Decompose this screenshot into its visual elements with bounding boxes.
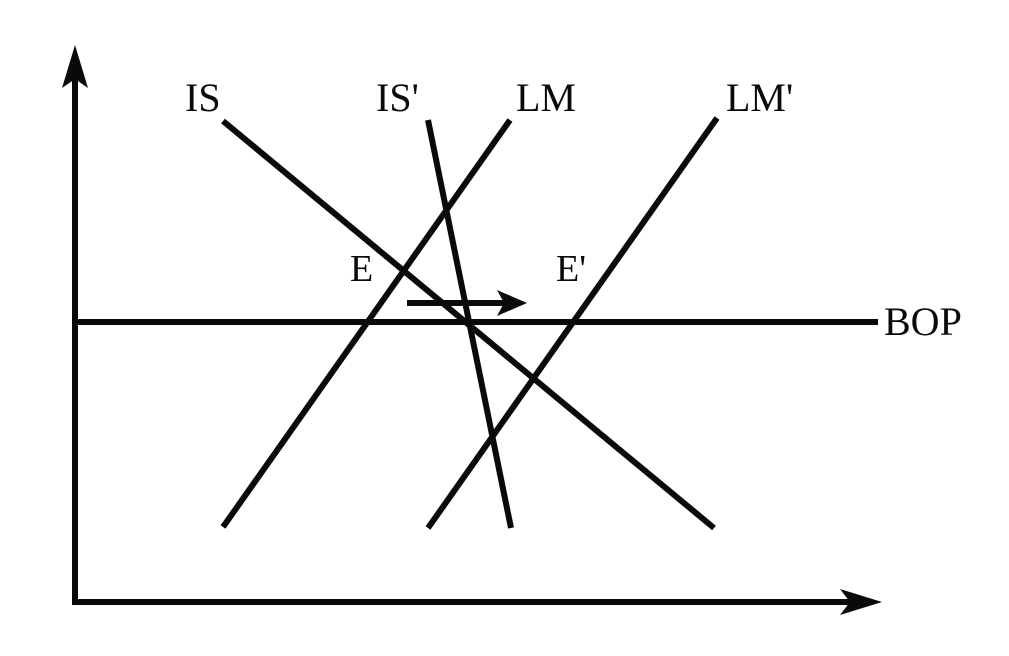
equilibrium-e-prime-label: E'	[556, 248, 587, 290]
equilibrium-e-label: E	[350, 248, 374, 290]
horizontal-axis	[72, 589, 882, 615]
vertical-axis	[62, 45, 88, 602]
lm-curve	[220, 118, 513, 529]
lm-prime-curve-label: LM'	[726, 75, 794, 120]
bop-line-label: BOP	[884, 299, 962, 344]
is-prime-curve	[425, 119, 514, 529]
is-prime-curve-label: IS'	[376, 75, 419, 120]
lm-curve-label: LM	[516, 75, 576, 120]
lm-prime-curve	[425, 116, 720, 530]
shift-arrow	[407, 290, 527, 316]
is-curve-label: IS	[185, 75, 221, 120]
